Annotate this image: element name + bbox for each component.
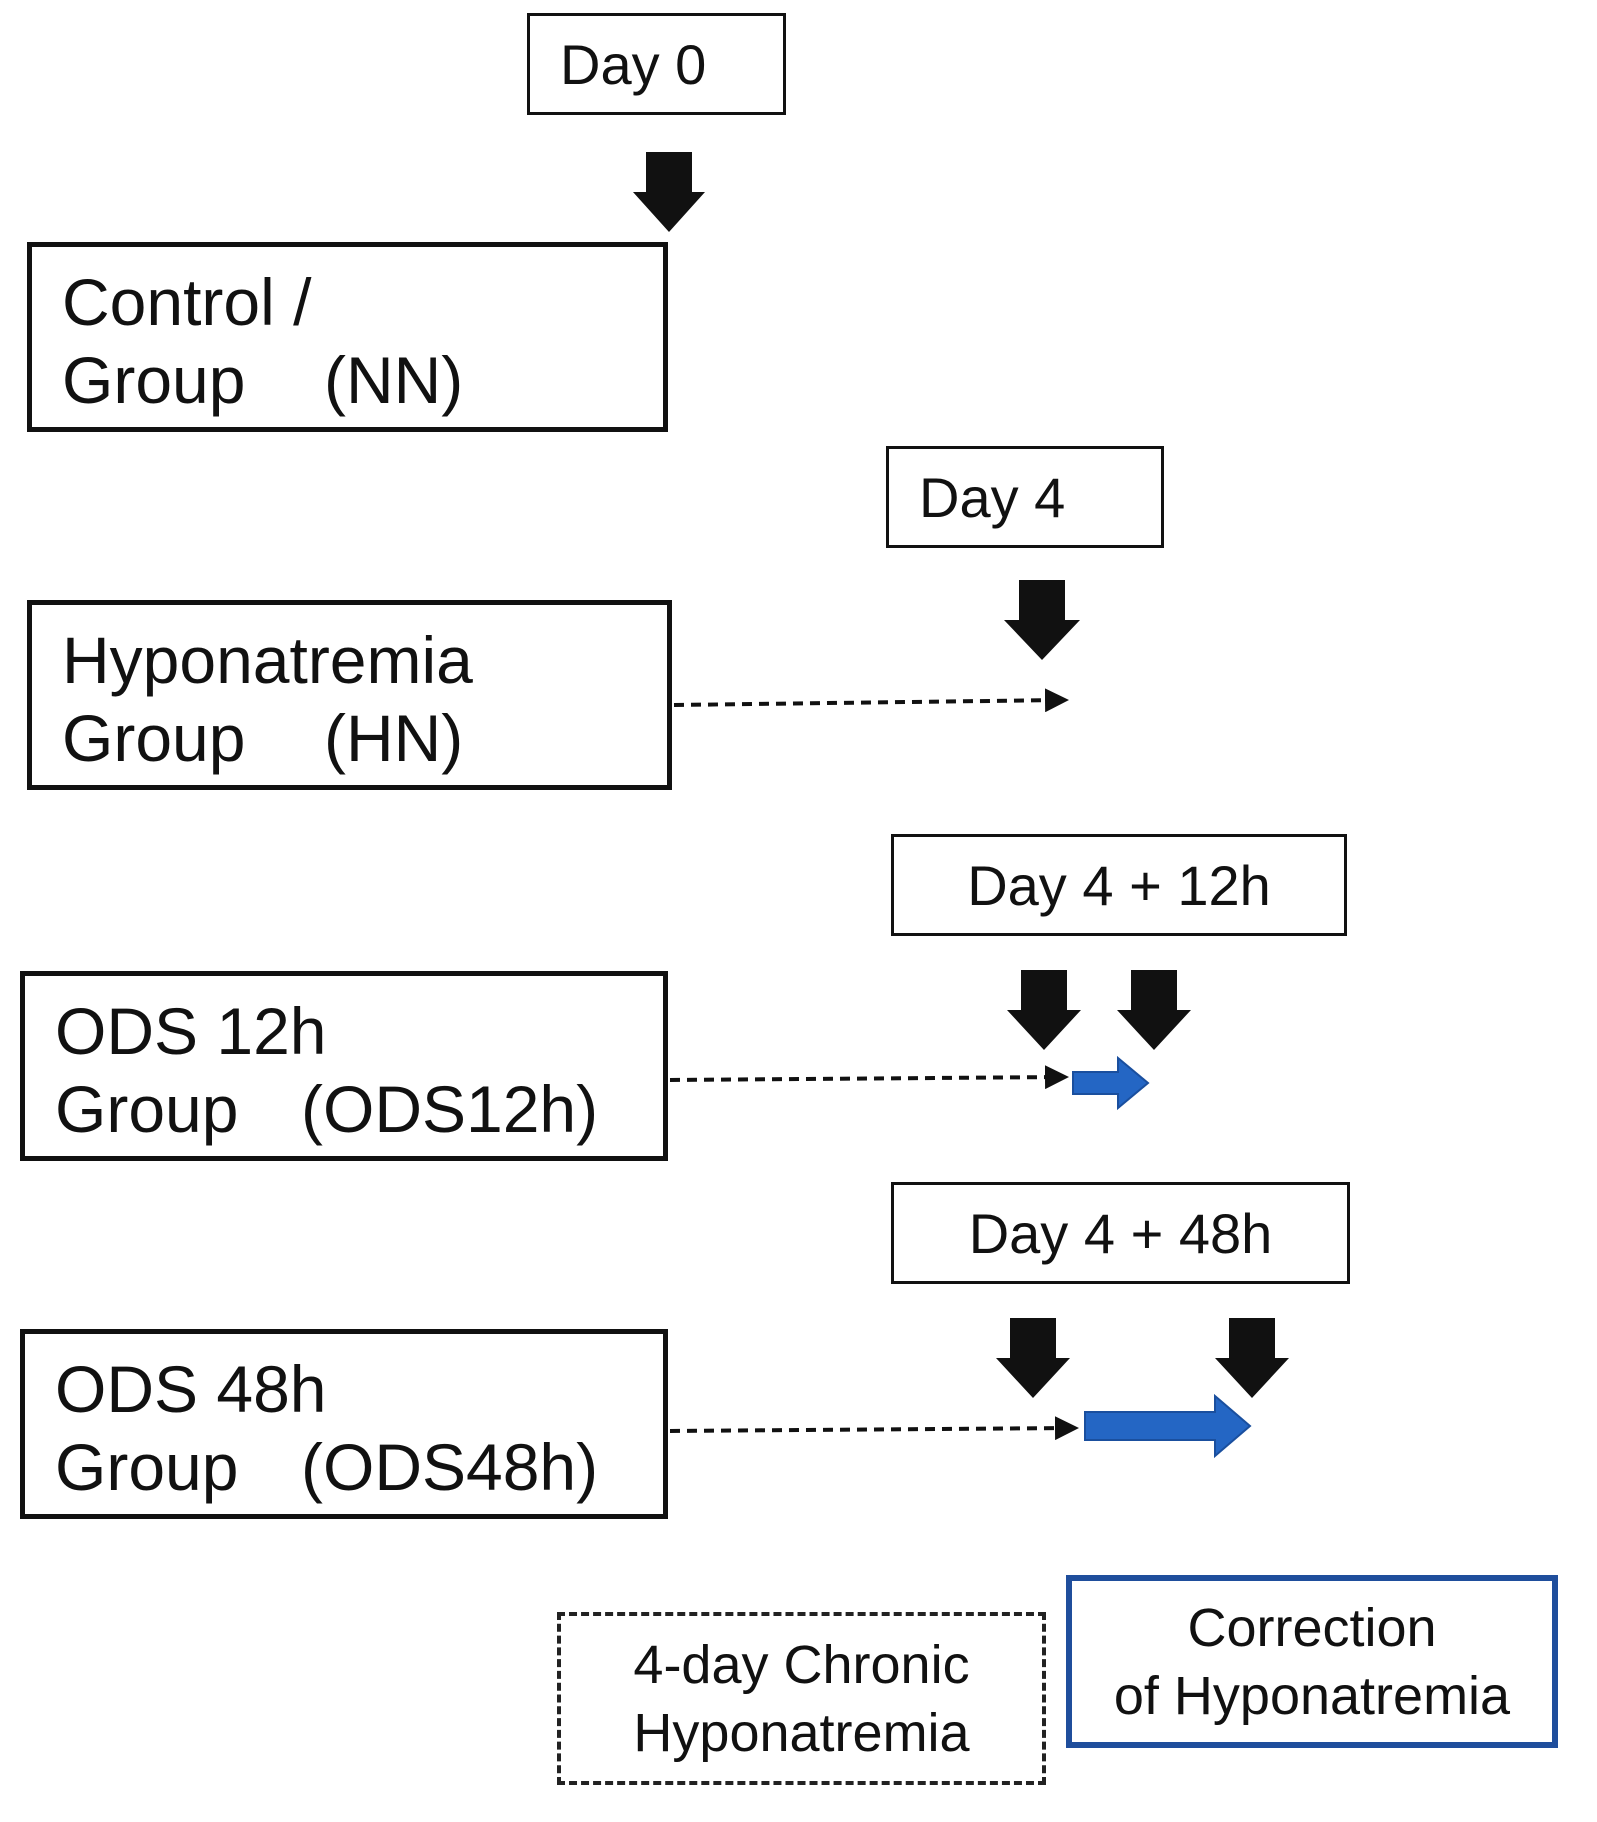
group-nn-title: Control / bbox=[62, 265, 312, 339]
timepoint-day0-label: Day 0 bbox=[560, 32, 707, 96]
group-box-nn: Control / Group (NN) bbox=[27, 242, 668, 432]
group-nn-word: Group bbox=[62, 343, 246, 417]
legend-chronic-hyponatremia: 4-day Chronic Hyponatremia bbox=[557, 1612, 1046, 1785]
dashed-arrow-hn bbox=[673, 688, 1069, 713]
timepoint-day4-12h-label: Day 4 + 12h bbox=[967, 853, 1271, 917]
timepoint-day4: Day 4 bbox=[886, 446, 1164, 548]
down-arrow-48h-end bbox=[1215, 1318, 1289, 1398]
group-ods12h-title: ODS 12h bbox=[55, 994, 327, 1068]
correction-arrow-12h bbox=[1072, 1055, 1150, 1111]
timepoint-day4-48h: Day 4 + 48h bbox=[891, 1182, 1350, 1284]
group-hn-title: Hyponatremia bbox=[62, 623, 473, 697]
group-ods48h-word: Group bbox=[55, 1430, 239, 1504]
timepoint-day4-label: Day 4 bbox=[919, 465, 1066, 529]
timepoint-day0: Day 0 bbox=[527, 13, 786, 115]
correction-arrow-48h bbox=[1084, 1393, 1252, 1459]
group-ods12h-abbr: (ODS12h) bbox=[301, 1072, 599, 1146]
down-arrow-12h-start bbox=[1007, 970, 1081, 1050]
down-arrow-12h-end bbox=[1117, 970, 1191, 1050]
group-nn-abbr: (NN) bbox=[324, 343, 464, 417]
timepoint-day4-48h-label: Day 4 + 48h bbox=[968, 1201, 1273, 1265]
legend-chronic-line1: 4-day Chronic bbox=[633, 1634, 970, 1695]
group-ods12h-word: Group bbox=[55, 1072, 239, 1146]
timepoint-day4-12h: Day 4 + 12h bbox=[891, 834, 1347, 936]
legend-chronic-line2: Hyponatremia bbox=[633, 1702, 970, 1763]
dashed-arrow-ods12h bbox=[669, 1065, 1069, 1090]
dashed-arrow-ods48h bbox=[669, 1416, 1079, 1441]
group-box-ods48h: ODS 48h Group (ODS48h) bbox=[20, 1329, 668, 1519]
legend-correction-line2: of Hyponatremia bbox=[1113, 1665, 1511, 1726]
group-hn-abbr: (HN) bbox=[324, 701, 464, 775]
down-arrow-day4 bbox=[1004, 580, 1080, 660]
group-box-hn: Hyponatremia Group (HN) bbox=[27, 600, 672, 790]
group-box-ods12h: ODS 12h Group (ODS12h) bbox=[20, 971, 668, 1161]
group-ods48h-abbr: (ODS48h) bbox=[301, 1430, 599, 1504]
down-arrow-day0 bbox=[633, 152, 705, 232]
legend-correction-line1: Correction bbox=[1187, 1597, 1437, 1658]
legend-correction-hyponatremia: Correction of Hyponatremia bbox=[1066, 1575, 1558, 1748]
group-ods48h-title: ODS 48h bbox=[55, 1352, 327, 1426]
down-arrow-48h-start bbox=[996, 1318, 1070, 1398]
group-hn-word: Group bbox=[62, 701, 246, 775]
